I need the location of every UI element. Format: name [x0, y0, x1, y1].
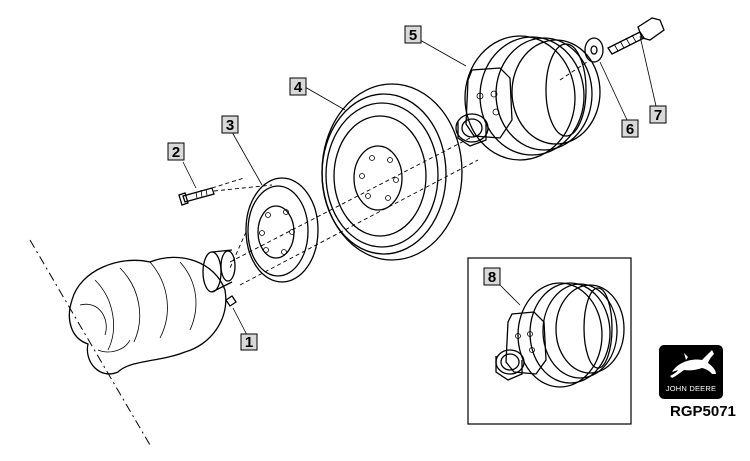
washer — [584, 37, 628, 121]
cap-screw — [178, 161, 273, 206]
callout-3: 3 — [221, 115, 239, 134]
pulley-hub — [231, 131, 319, 283]
svg-text:3: 3 — [226, 117, 234, 134]
crankshaft-pulley — [419, 35, 601, 161]
svg-text:8: 8 — [488, 269, 496, 286]
svg-text:2: 2 — [172, 144, 180, 161]
callout-8: 8 — [483, 267, 501, 286]
logo-wordmark: JOHN DEERE — [666, 384, 716, 393]
svg-text:6: 6 — [626, 121, 634, 138]
crankshaft — [29, 239, 236, 446]
callout-4: 4 — [289, 77, 307, 96]
vibration-damper — [304, 83, 463, 261]
svg-text:1: 1 — [245, 334, 253, 351]
svg-text:7: 7 — [654, 107, 662, 124]
callout-7: 7 — [649, 105, 667, 124]
john-deere-logo: JOHN DEERE — [659, 345, 723, 399]
svg-text:5: 5 — [409, 27, 417, 44]
woodruff-key — [225, 295, 248, 336]
inset-box — [467, 257, 632, 425]
svg-text:4: 4 — [294, 79, 303, 96]
pulley-bolt — [607, 17, 665, 107]
reference-code: RGP5071 — [670, 403, 736, 420]
callout-5: 5 — [404, 25, 422, 44]
leaping-deer-icon — [670, 350, 716, 378]
callout-1: 1 — [240, 333, 258, 351]
callout-6: 6 — [621, 119, 639, 138]
callout-2: 2 — [167, 142, 185, 161]
